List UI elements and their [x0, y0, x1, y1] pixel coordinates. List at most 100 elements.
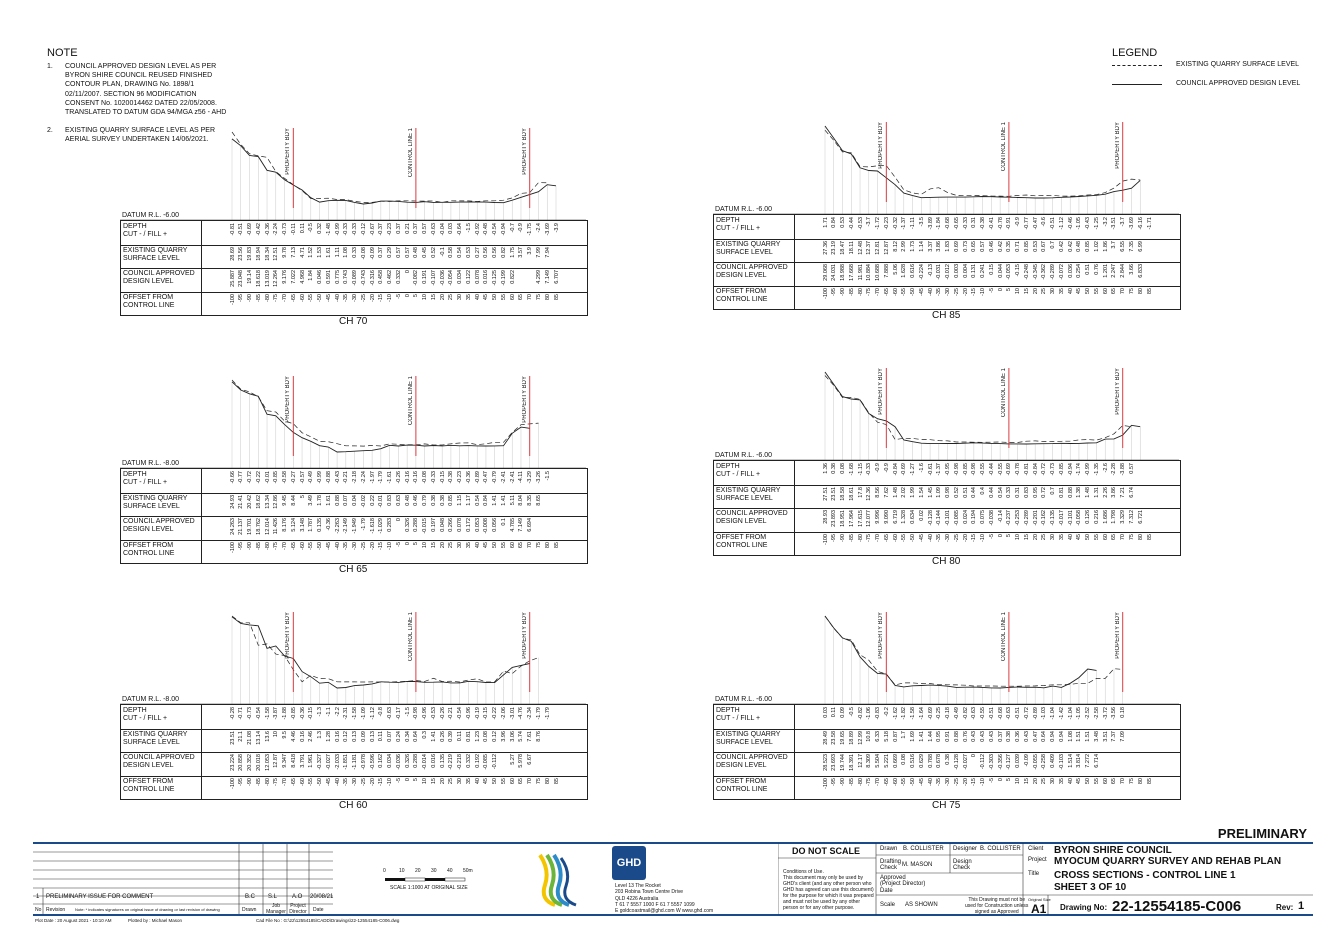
byron-shire-logo: [538, 853, 577, 907]
table-cell-wrap: 45: [1076, 534, 1082, 554]
table-cell: 21.41: [238, 494, 245, 509]
table-cell-wrap: -50: [910, 534, 916, 554]
table-cell-wrap: 0.27: [475, 247, 481, 267]
table-cell-wrap: -65: [884, 288, 890, 308]
table-cell: -30: [945, 533, 952, 542]
table-cell: -0.48: [483, 223, 490, 236]
table-cell: 0.669: [892, 754, 899, 768]
table-cell-wrap: -50: [910, 778, 916, 798]
table-cell-wrap: -0.327: [317, 754, 323, 774]
table-cell-wrap: 15: [1024, 534, 1030, 554]
table-cell: -90: [247, 541, 253, 550]
table-cell: 1.84: [308, 270, 315, 281]
table-cell-wrap: -0.218: [457, 754, 463, 774]
table-cell: 30: [457, 293, 464, 300]
table-cell-wrap: -90: [840, 778, 846, 798]
table-cell-wrap: 80: [1138, 534, 1144, 554]
table-cell: -3.69: [1128, 217, 1135, 230]
table-cell: 13.34: [264, 494, 271, 509]
table-cell: 0.22: [369, 494, 376, 506]
table-cell-wrap: 24.263: [230, 518, 236, 538]
table-cell: 0.87: [892, 730, 899, 742]
table-cell-wrap: 1.73: [910, 241, 916, 261]
table-cell: -0.33: [866, 463, 873, 476]
table-cell-wrap: -1.35: [1094, 463, 1100, 483]
table-cell-wrap: -80: [265, 294, 271, 314]
table-cell: -0.46: [1067, 217, 1074, 230]
table-cell-wrap: 19.744: [840, 754, 846, 774]
table-cell: -0.258: [1041, 754, 1048, 770]
table-cell: -1.72: [875, 217, 882, 230]
table-cell: 1.51: [1085, 730, 1092, 742]
table-cell-wrap: -0.26: [440, 707, 446, 727]
table-cell-wrap: -1.58: [265, 707, 271, 727]
table-cell: -1.1: [325, 707, 332, 717]
table-cell-wrap: -2.34: [527, 707, 533, 727]
table-cell: -0.33: [430, 471, 437, 484]
table-cell-wrap: -1.12: [1059, 217, 1065, 237]
table-cell-wrap: -1.75: [527, 223, 533, 243]
table-cell: -70: [875, 287, 882, 296]
table-cell: -40: [927, 777, 934, 786]
datum-label: DATUM R.L. -6.00: [715, 696, 773, 703]
table-cell-wrap: 20.352: [247, 754, 253, 774]
table-cell-wrap: -100: [230, 778, 236, 798]
table-cell-wrap: -2.18: [352, 471, 358, 491]
table-cell-wrap: 50: [492, 778, 498, 798]
table-cell: 2.844: [1120, 264, 1127, 278]
table-cell: 0.36: [1015, 730, 1022, 742]
table-cell: -0.72: [1023, 707, 1030, 720]
table-cell: -20: [962, 777, 969, 786]
table-cell-wrap: -90: [840, 534, 846, 554]
table-cell: -0.027: [962, 754, 969, 770]
table-cell-wrap: -5: [396, 778, 402, 798]
table-cell: 5.06: [892, 264, 899, 275]
table-cell: 20: [1032, 287, 1039, 294]
table-cell-wrap: -25: [954, 534, 960, 554]
table-cell-wrap: -0.8: [378, 707, 384, 727]
table-cell-wrap: 6.33: [875, 731, 881, 751]
datum-label: DATUM R.L. -8.00: [122, 696, 180, 703]
table-cell: -0.289: [1050, 264, 1057, 280]
table-cell-wrap: 5.504: [875, 754, 881, 774]
table-cell-wrap: 28.49: [823, 731, 829, 751]
table-cell: 0.84: [831, 217, 838, 228]
row-divider: [794, 262, 795, 286]
table-cell: 10: [422, 777, 429, 784]
table-cell: -0.57: [299, 471, 306, 484]
table-cell: 8.309: [866, 754, 873, 768]
table-cell: -75: [866, 777, 873, 786]
table-cell: -1.06: [866, 707, 873, 720]
table-cell: 70: [1120, 777, 1127, 784]
table-cell: 80: [544, 293, 551, 300]
table-cell: -0.015: [422, 518, 429, 534]
table-cell-wrap: 65: [1111, 288, 1117, 308]
table-cell: -100: [229, 541, 236, 553]
table-cell-wrap: 8.56: [875, 487, 881, 507]
table-cell-wrap: -0.95: [945, 463, 951, 483]
table-cell-wrap: -0.135: [1050, 510, 1056, 530]
table-cell: 0.33: [352, 246, 359, 258]
table-cell: 0.33: [1006, 486, 1013, 498]
table-cell: 1.71: [822, 217, 829, 228]
row-divider: [201, 268, 202, 292]
table-cell-wrap: 0.38: [440, 495, 446, 515]
table-cell: 8.35: [527, 494, 534, 506]
offset-row: OFFSET FROM CONTROL LINE-100-95-90-85-80…: [121, 291, 587, 315]
table-cell-wrap: 0.122: [466, 270, 472, 290]
table-cell-wrap: -35: [936, 288, 942, 308]
table-cell-wrap: 0.95: [1033, 487, 1039, 507]
table-cell-wrap: 7.94: [545, 247, 551, 267]
row-label: COUNCIL APPROVED DESIGN LEVEL: [716, 264, 788, 279]
table-cell-wrap: -3.9: [554, 223, 560, 243]
table-cell-wrap: 70: [527, 778, 533, 798]
table-cell-wrap: 0.83: [387, 495, 393, 515]
table-cell-wrap: 60: [510, 542, 516, 562]
table-cell-wrap: -60: [893, 534, 899, 554]
table-cell-wrap: 0.326: [405, 754, 411, 774]
table-cell: -60: [892, 287, 899, 296]
table-cell: 1.99: [910, 486, 917, 498]
table-cell: -0.01: [378, 494, 385, 508]
